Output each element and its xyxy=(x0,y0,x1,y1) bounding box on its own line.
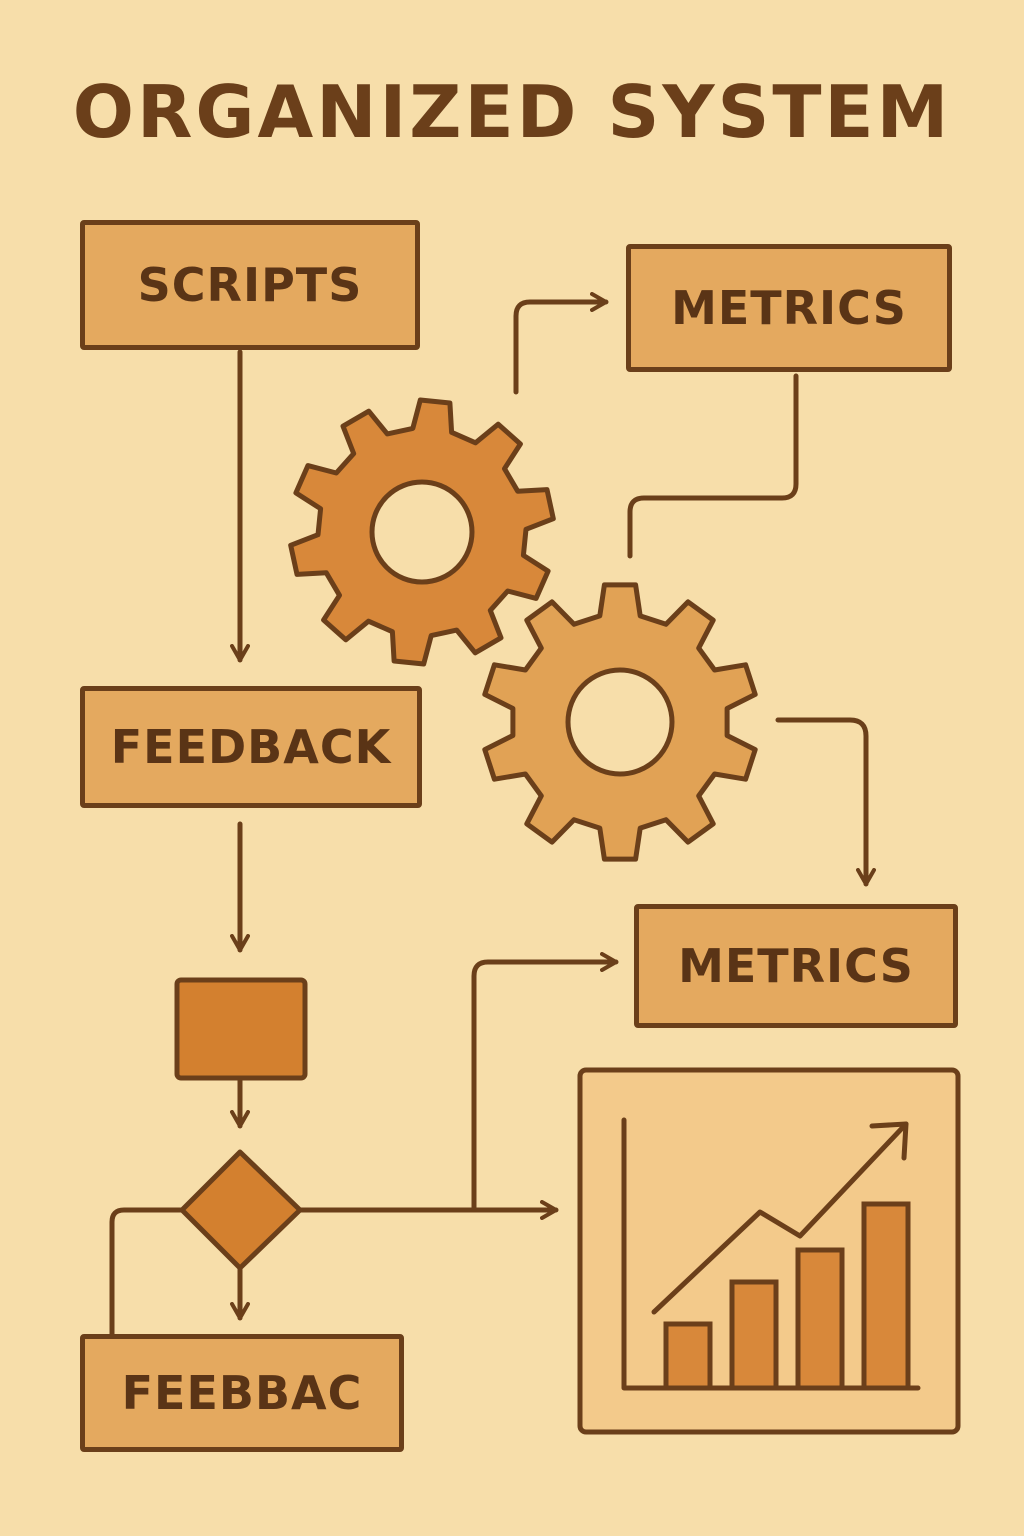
connector-gear-metrics-top xyxy=(513,292,609,395)
gear-hole xyxy=(565,667,675,777)
chart-trend-arrow xyxy=(651,1121,909,1315)
metrics-box-top: METRICS xyxy=(626,244,952,372)
metrics-box-bottom: METRICS xyxy=(634,904,958,1028)
chart-bar-2 xyxy=(729,1279,779,1391)
gear-hole xyxy=(369,479,475,585)
process-square xyxy=(174,977,308,1081)
connector-left-loop xyxy=(109,1207,185,1337)
feedback-box: FEEDBACK xyxy=(80,686,422,808)
connector-branch-metrics-bottom xyxy=(471,952,619,1213)
bar-chart-trend-icon xyxy=(577,1067,961,1435)
chart-bar-1 xyxy=(663,1321,713,1391)
connector-gear-metrics-bottom xyxy=(775,717,876,887)
gear-icon xyxy=(482,582,758,862)
page-title: ORGANIZED SYSTEM xyxy=(72,70,952,154)
feebbac-box: FEEBBAC xyxy=(80,1334,404,1452)
chart-bar-3 xyxy=(795,1247,845,1391)
chart-bar-4 xyxy=(861,1201,911,1391)
gear-icon xyxy=(288,397,556,667)
scripts-box: SCRIPTS xyxy=(80,220,420,350)
chart-trend-arrowhead xyxy=(869,1121,909,1161)
decision-diamond xyxy=(179,1149,303,1271)
connector-metrics-top-gear xyxy=(627,373,799,559)
